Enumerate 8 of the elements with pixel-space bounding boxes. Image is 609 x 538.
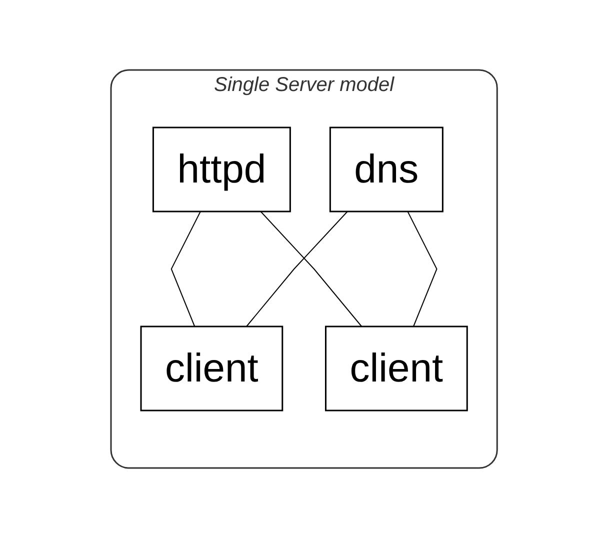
node-box: httpd (152, 126, 292, 212)
connector (246, 211, 348, 327)
connector (171, 211, 202, 327)
connector (408, 211, 438, 327)
node-box: dns (330, 126, 444, 212)
connector (260, 211, 363, 327)
node-box: client (140, 326, 284, 412)
node-box: client (325, 326, 468, 412)
